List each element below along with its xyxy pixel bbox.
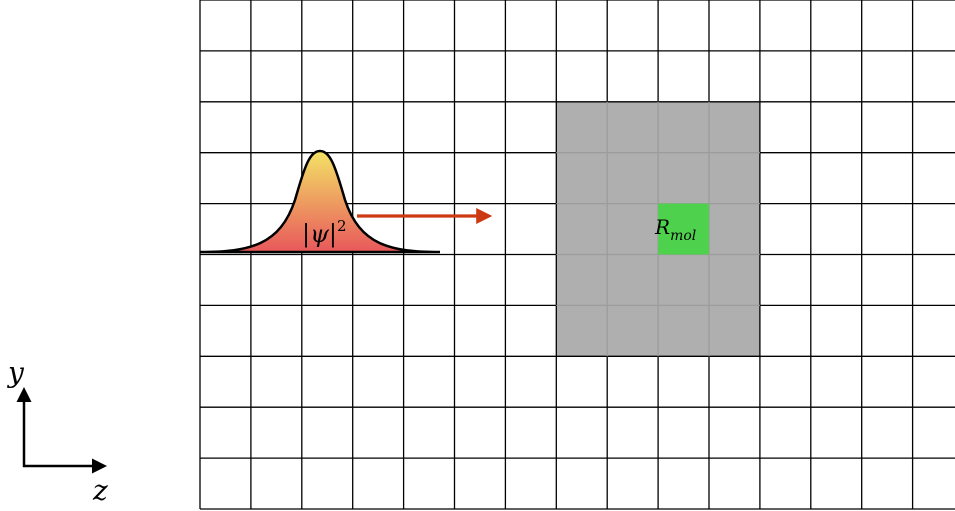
wavepacket-label-power: 2	[337, 217, 347, 235]
y-axis-label: y	[6, 356, 25, 389]
molecule-center-label: Rmol	[654, 215, 696, 244]
molecule-center-cell	[658, 203, 709, 255]
wavepacket-label: |ψ|2	[302, 217, 347, 249]
coordinate-axes: y z	[6, 356, 108, 507]
z-axis-label: z	[92, 474, 108, 507]
wavepacket-label-base: |ψ|	[302, 220, 337, 249]
simulation-grid	[199, 0, 955, 510]
molecule-label-base: R	[654, 215, 670, 239]
molecule-label-subscript: mol	[670, 228, 696, 244]
wavepacket-probability-density	[199, 149, 441, 254]
